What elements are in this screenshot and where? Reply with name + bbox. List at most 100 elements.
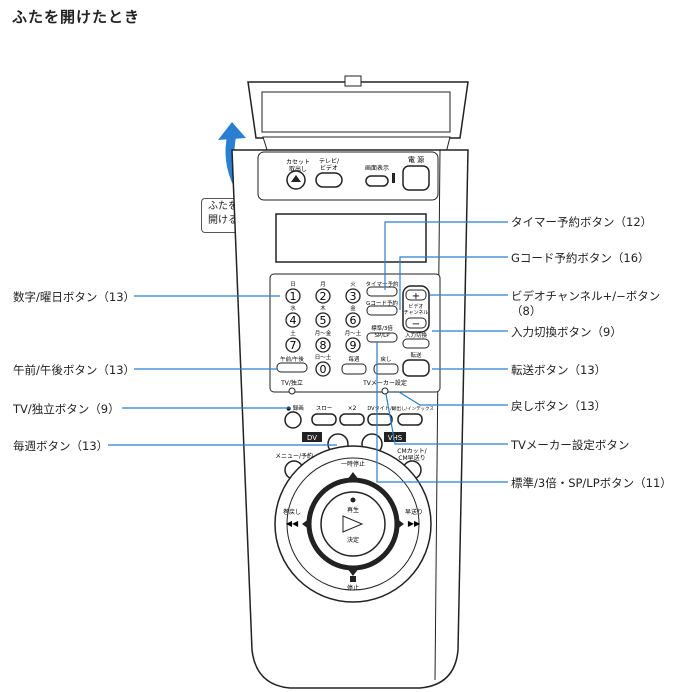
svg-text:CMカット/: CMカット/ xyxy=(397,448,427,455)
callout-sp-lp-button: 標準/3倍・SP/LPボタン（11） xyxy=(511,476,672,490)
keypad-day-label: 日〜土 xyxy=(315,353,332,361)
svg-text:DV: DV xyxy=(307,434,317,442)
svg-text:転送: 転送 xyxy=(410,351,422,359)
tv-independent-button xyxy=(288,387,296,395)
svg-text:テレビ/: テレビ/ xyxy=(319,157,340,165)
keypad-day-label: 火 xyxy=(350,282,356,288)
keypad-day-label: 金 xyxy=(350,304,356,312)
keypad-button-5[interactable] xyxy=(315,312,331,328)
svg-text:頭出し/インデックス: 頭出し/インデックス xyxy=(392,405,434,412)
callout-back-button: 戻しボタン（13） xyxy=(511,399,607,413)
svg-text:+: + xyxy=(412,291,420,302)
ff-arrow-icon xyxy=(396,518,404,530)
eject-icon xyxy=(291,175,301,182)
weekly-button xyxy=(341,363,367,375)
callout-input-switch-button: 入力切換ボタン（9） xyxy=(511,325,622,339)
keypad-day-label: 水 xyxy=(290,304,296,312)
svg-text:−: − xyxy=(412,319,420,330)
svg-text:Gコード予約: Gコード予約 xyxy=(366,299,398,307)
lid-tab xyxy=(344,75,362,87)
tv-video-button xyxy=(315,172,343,188)
keypad-day-label: 月〜金 xyxy=(315,329,332,337)
keypad-day-label: 日 xyxy=(290,281,296,288)
index-button xyxy=(397,413,423,426)
svg-text:決定: 決定 xyxy=(347,536,359,544)
dv-title-button xyxy=(367,413,393,426)
svg-text:画面表示: 画面表示 xyxy=(365,164,389,172)
keypad-number: 3 xyxy=(350,290,357,303)
back-button xyxy=(373,363,399,375)
keypad-button-6[interactable] xyxy=(345,312,361,328)
keypad-day-label: 月〜土 xyxy=(345,329,362,337)
keypad-number: 9 xyxy=(350,339,357,352)
keypad-number: 8 xyxy=(320,339,327,352)
callout-tv-independent-button: TV/独立ボタン（9） xyxy=(13,402,120,416)
svg-text:タイマー予約: タイマー予約 xyxy=(365,280,399,288)
keypad-day-label: 月 xyxy=(320,281,326,288)
input-switch-button xyxy=(402,338,430,349)
svg-text:一時停止: 一時停止 xyxy=(341,460,365,468)
svg-text:VHS: VHS xyxy=(388,434,403,442)
callout-ampm-button: 午前/午後ボタン（13） xyxy=(13,363,136,377)
tv-maker-button xyxy=(381,387,389,395)
svg-text:SP/LP: SP/LP xyxy=(374,333,390,339)
svg-text:カセット: カセット xyxy=(286,159,310,166)
svg-text:TV/独立: TV/独立 xyxy=(280,379,303,387)
callout-gcode-reserve-button: Gコード予約ボタン（16） xyxy=(511,251,650,265)
svg-text:ビデオ: ビデオ xyxy=(408,303,423,310)
play-icon xyxy=(342,515,364,533)
svg-text:午前/午後: 午前/午後 xyxy=(280,355,304,363)
callout-transfer-button: 転送ボタン（13） xyxy=(511,363,607,377)
pause-arrow-icon xyxy=(347,472,359,480)
keypad-number: 5 xyxy=(320,314,327,327)
keypad-number: 1 xyxy=(290,290,297,303)
svg-text:◀◀: ◀◀ xyxy=(286,519,299,528)
svg-text:×2: ×2 xyxy=(348,405,357,412)
x2-button xyxy=(339,413,365,426)
keypad-button-4[interactable] xyxy=(285,312,301,328)
callout-video-channel-button-page: （8） xyxy=(511,304,542,318)
callout-weekly-button: 毎週ボタン（13） xyxy=(13,439,109,453)
svg-text:巻戻し: 巻戻し xyxy=(283,508,301,516)
callout-timer-reserve-button: タイマー予約ボタン（12） xyxy=(511,215,653,229)
stop-arrow-icon xyxy=(347,568,359,576)
keypad-button-3[interactable] xyxy=(345,288,361,304)
svg-text:取出し: 取出し xyxy=(289,165,307,173)
svg-text:入力切換: 入力切換 xyxy=(405,331,428,339)
transfer-button xyxy=(402,359,430,377)
keypad-button-9[interactable] xyxy=(345,337,361,353)
display-button xyxy=(365,175,389,187)
keypad-number: 7 xyxy=(290,339,297,352)
ampm-button xyxy=(276,362,308,373)
svg-text:停止: 停止 xyxy=(347,584,359,592)
rewind-arrow-icon xyxy=(302,518,310,530)
svg-text:スロー: スロー xyxy=(316,405,333,412)
open-lid-line1: ふたを xyxy=(208,201,238,212)
svg-text:電 源: 電 源 xyxy=(408,155,424,164)
svg-text:標準/3倍: 標準/3倍 xyxy=(371,324,393,332)
lcd-window xyxy=(275,213,427,263)
svg-text:早送り: 早送り xyxy=(405,508,423,516)
keypad-number: 4 xyxy=(290,314,297,327)
keypad-button-2[interactable] xyxy=(315,288,331,304)
open-arrow-head-icon xyxy=(218,122,246,140)
svg-text:チャンネル: チャンネル xyxy=(404,310,429,316)
keypad-button-7[interactable] xyxy=(285,337,301,353)
svg-text:再生: 再生 xyxy=(347,506,359,514)
keypad-number: 0 xyxy=(320,363,327,376)
open-lid-line2: 開ける xyxy=(208,215,238,226)
svg-text:メニュー/予約: メニュー/予約 xyxy=(275,452,313,460)
svg-text:CM早送り: CM早送り xyxy=(398,454,425,462)
callout-tv-maker-button: TVメーカー設定ボタン xyxy=(511,438,630,452)
power-button xyxy=(402,165,430,191)
gcode-button xyxy=(366,305,398,316)
keypad-button-0[interactable] xyxy=(315,361,331,377)
keypad-button-8[interactable] xyxy=(315,337,331,353)
sp-lp-button xyxy=(366,332,398,343)
keypad-button-1[interactable] xyxy=(285,288,301,304)
keypad-day-label: 土 xyxy=(290,329,296,337)
svg-text:戻し: 戻し xyxy=(380,355,391,363)
lid-inner-panel xyxy=(261,91,451,133)
